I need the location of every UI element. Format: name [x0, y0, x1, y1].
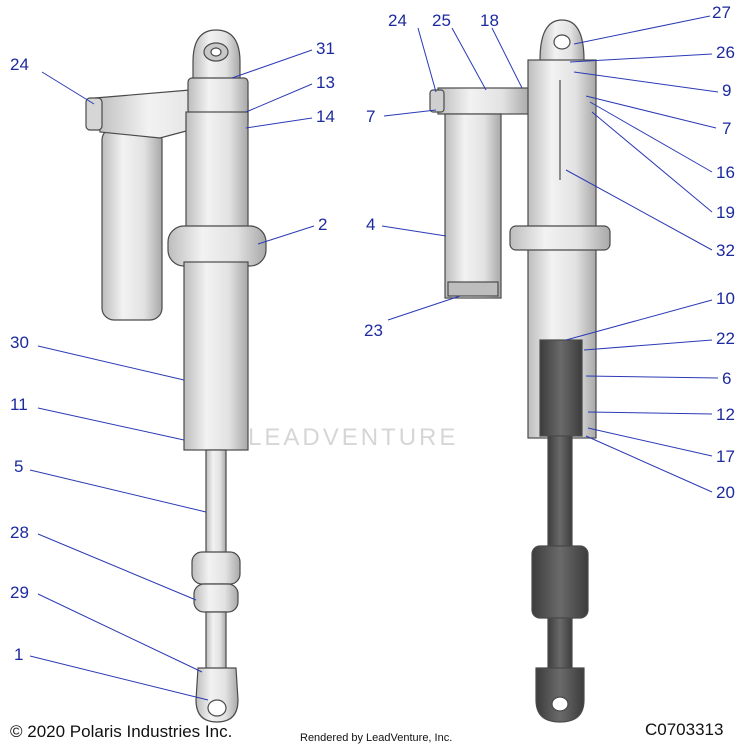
- leader-13: [245, 83, 313, 113]
- callout-13: 13: [316, 73, 335, 92]
- callout-r22: 22: [716, 329, 735, 348]
- callout-r23: 23: [364, 321, 383, 340]
- section-collar: [509, 225, 611, 251]
- watermark: LEADVENTURE: [248, 424, 459, 451]
- callout-r26: 26: [716, 43, 735, 62]
- leader-2: [257, 225, 315, 245]
- right-section-assembly: [429, 19, 611, 723]
- section-reservoir: [444, 113, 502, 299]
- lower-shaft: [205, 611, 227, 671]
- leader-r9: [573, 71, 719, 93]
- leader-r24: [417, 27, 437, 93]
- callout-r32: 32: [716, 241, 735, 260]
- section-reservoir-piston: [447, 281, 499, 297]
- section-bottom-eyelet: [535, 667, 585, 723]
- rendered-by: Rendered by LeadVenture, Inc.: [300, 732, 453, 744]
- leader-r7b: [585, 95, 717, 129]
- callout-r4: 4: [366, 215, 375, 234]
- callout-r16: 16: [716, 163, 735, 182]
- section-bottom-hole: [551, 696, 569, 712]
- callout-r9: 9: [722, 81, 731, 100]
- bump-stop-upper: [191, 551, 241, 585]
- leader-r32: [565, 169, 713, 251]
- right-callouts: 24 25 18 27 26 9 7 7 16 19 32 4 10 23 22…: [364, 3, 735, 502]
- leader-r23: [387, 295, 461, 321]
- section-lower-shaft: [547, 617, 573, 669]
- bottom-eyelet: [195, 667, 239, 723]
- section-bridge: [437, 87, 531, 115]
- callout-r25: 25: [432, 11, 451, 30]
- leader-r7a: [383, 109, 437, 117]
- leader-r25: [451, 27, 487, 91]
- callout-28: 28: [10, 523, 29, 542]
- bottom-eyelet-hole: [207, 699, 227, 717]
- leader-r22: [583, 339, 713, 351]
- leader-r19: [591, 111, 713, 213]
- reservoir-can: [101, 127, 163, 321]
- callout-11: 11: [10, 395, 28, 414]
- shaft: [205, 449, 227, 556]
- callout-r7a: 7: [366, 107, 375, 126]
- leader-14: [245, 117, 313, 129]
- callout-r6: 6: [722, 369, 731, 388]
- callout-14: 14: [316, 107, 335, 126]
- callout-r27: 27: [712, 3, 731, 22]
- top-eyelet-hole: [210, 47, 222, 57]
- leader-29: [37, 593, 203, 673]
- leader-r4: [381, 225, 447, 237]
- callout-5: 5: [14, 457, 23, 476]
- leader-1: [29, 655, 209, 701]
- leader-31: [231, 49, 313, 79]
- copyright: © 2020 Polaris Industries Inc.: [10, 722, 233, 741]
- section-adjuster: [429, 89, 445, 113]
- section-shaft: [547, 435, 573, 547]
- callout-r24: 24: [388, 11, 407, 30]
- leader-r12: [587, 411, 713, 415]
- adjuster-knob: [85, 97, 103, 131]
- callout-31: 31: [316, 39, 335, 58]
- callout-30: 30: [10, 333, 29, 352]
- left-callouts: 31 13 14 24 2 30 11 5 28 29 1: [10, 39, 335, 701]
- callout-r12: 12: [716, 405, 735, 424]
- callout-29: 29: [10, 583, 29, 602]
- bump-stop-lower: [193, 583, 239, 613]
- leader-r10: [565, 299, 713, 341]
- leader-r26: [569, 53, 713, 63]
- callout-r10: 10: [716, 289, 735, 308]
- shock-body-upper: [185, 111, 249, 233]
- left-shock-assembly: [85, 29, 267, 723]
- callout-r17: 17: [716, 447, 735, 466]
- leader-28: [37, 533, 197, 601]
- callout-r20: 20: [716, 483, 735, 502]
- diagram-code: C0703313: [645, 720, 724, 739]
- leader-r16: [589, 101, 713, 173]
- leader-30: [37, 345, 185, 381]
- callout-r7b: 7: [722, 119, 731, 138]
- shock-body-lower: [183, 261, 249, 451]
- leader-11: [37, 407, 185, 441]
- callout-24: 24: [10, 55, 29, 74]
- leader-r20: [585, 435, 713, 493]
- section-eyelet-hole: [553, 34, 571, 50]
- leader-r27: [573, 15, 711, 45]
- callout-r19: 19: [716, 203, 735, 222]
- body-cap: [187, 77, 249, 115]
- section-piston-stack: [539, 339, 583, 437]
- callout-2: 2: [318, 215, 327, 234]
- leader-r6: [585, 375, 719, 379]
- leader-r17: [587, 427, 713, 457]
- leader-24: [41, 71, 95, 105]
- callout-1: 1: [14, 645, 23, 664]
- callout-r18: 18: [480, 11, 499, 30]
- leader-5: [29, 469, 207, 513]
- leader-r18: [491, 27, 523, 89]
- spring-collar: [167, 225, 267, 267]
- section-bump-stop: [531, 545, 589, 619]
